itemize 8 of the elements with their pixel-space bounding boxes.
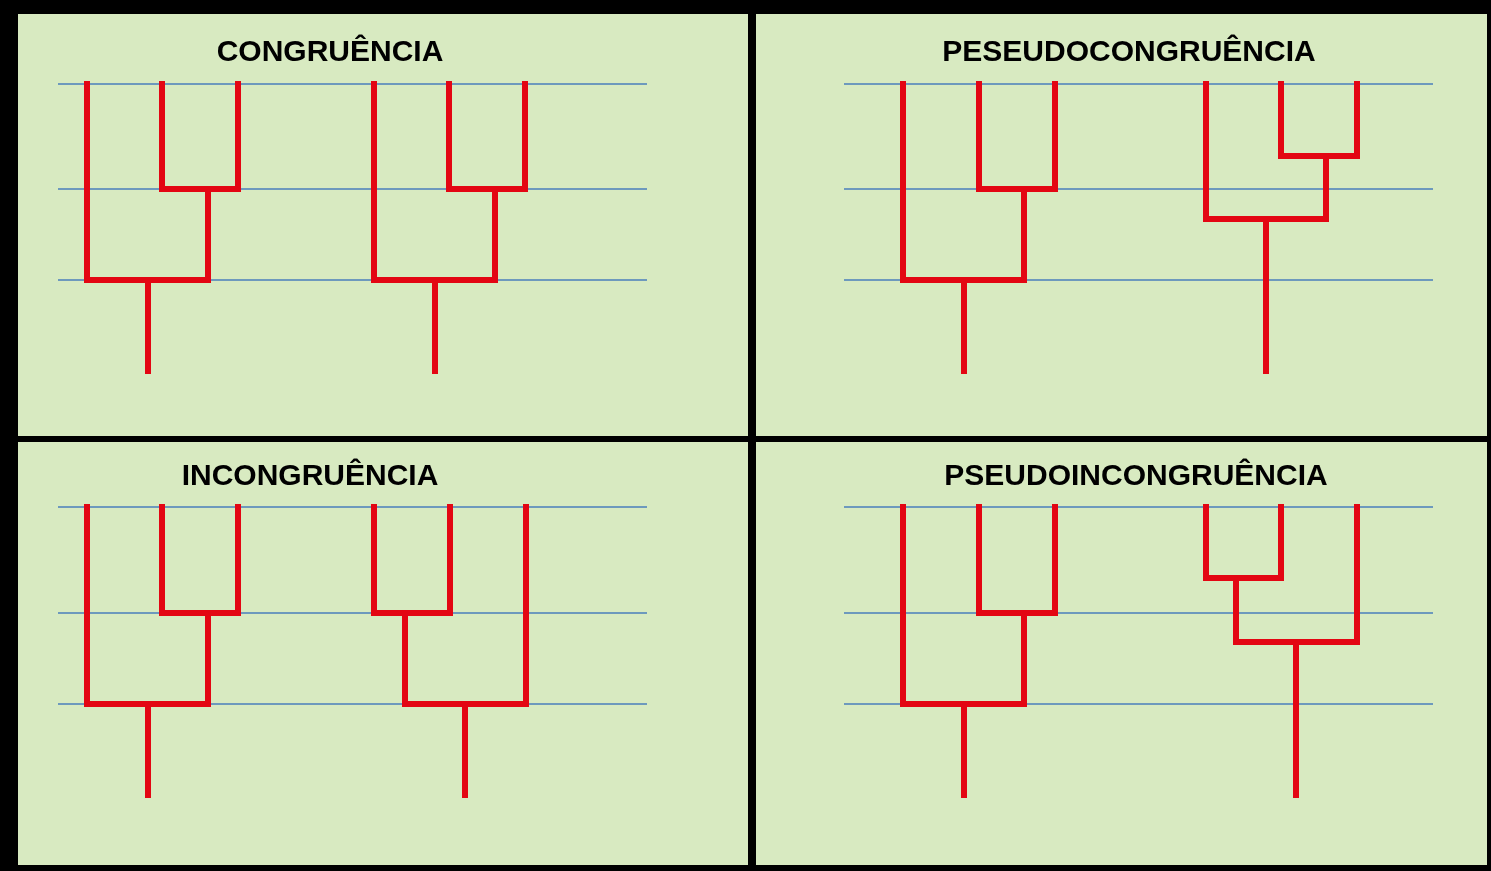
panel (18, 14, 748, 436)
panel (756, 442, 1487, 865)
panel-title: CONGRUÊNCIA (216, 34, 444, 68)
panel-title: PSEUDOINCONGRUÊNCIA (944, 458, 1328, 492)
panel-title: PESEUDOCONGRUÊNCIA (942, 34, 1316, 68)
panel-title: INCONGRUÊNCIA (181, 458, 439, 492)
panel (756, 14, 1487, 436)
panel (18, 442, 748, 865)
